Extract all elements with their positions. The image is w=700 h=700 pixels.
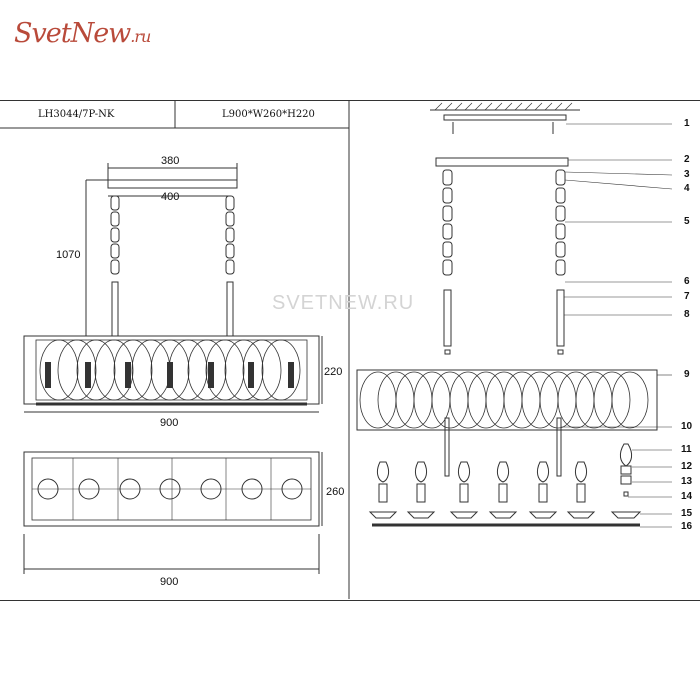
rod-right — [556, 417, 562, 477]
logo-main: SvetNew — [14, 18, 131, 49]
dim-label-400: 400 — [161, 191, 180, 203]
top-view — [23, 451, 323, 574]
front-view — [23, 163, 323, 413]
watermark: SVETNEW.RU — [272, 292, 415, 314]
drawing-frame — [0, 100, 700, 601]
mounting-bracket — [443, 114, 567, 121]
dim-label-900-top: 900 — [160, 576, 179, 588]
callout-9: 9 — [684, 369, 690, 380]
dim-label-380: 380 — [161, 155, 180, 167]
rod-left — [444, 417, 450, 477]
front-bulbs — [45, 362, 294, 388]
callout-4: 4 — [684, 183, 690, 194]
front-chain-left — [110, 195, 120, 337]
front-lattice — [39, 339, 301, 401]
bulb-detail — [610, 443, 642, 519]
dim-label-900-front: 900 — [160, 417, 179, 429]
callout-7: 7 — [684, 291, 690, 302]
front-chain-right — [225, 195, 235, 337]
callout-8: 8 — [684, 309, 690, 320]
callout-14: 14 — [681, 491, 693, 502]
callout-13: 13 — [681, 476, 693, 487]
callout-1: 1 — [684, 118, 690, 129]
top-cups — [37, 478, 303, 500]
callout-6: 6 — [684, 276, 690, 287]
callout-leaders — [561, 123, 673, 528]
callout-12: 12 — [681, 461, 693, 472]
exploded-canopy — [435, 157, 569, 167]
overall-dimensions: L900*W260*H220 — [222, 109, 315, 120]
front-canopy — [107, 179, 238, 189]
exploded-view — [356, 102, 673, 528]
callout-16: 16 — [681, 521, 693, 532]
exploded-lattice — [359, 371, 649, 429]
dim-label-1070: 1070 — [56, 249, 81, 261]
callout-11: 11 — [681, 444, 692, 455]
dim-label-220: 220 — [324, 366, 343, 378]
top-body — [23, 451, 320, 527]
callout-5: 5 — [684, 216, 690, 227]
dim-label-260: 260 — [326, 486, 345, 498]
callout-3: 3 — [684, 169, 690, 180]
lattice-frame — [356, 369, 658, 431]
callout-10: 10 — [681, 421, 693, 432]
logo-suffix: .ru — [130, 27, 151, 46]
exploded-chain-left — [442, 169, 453, 355]
model-number: LH3044/7P-NK — [38, 109, 115, 120]
callout-15: 15 — [681, 508, 693, 519]
exploded-chain-right — [555, 169, 566, 355]
callout-2: 2 — [684, 154, 690, 165]
candle-holders — [368, 461, 596, 519]
svetnew-logo: SvetNew.ru — [14, 18, 151, 49]
